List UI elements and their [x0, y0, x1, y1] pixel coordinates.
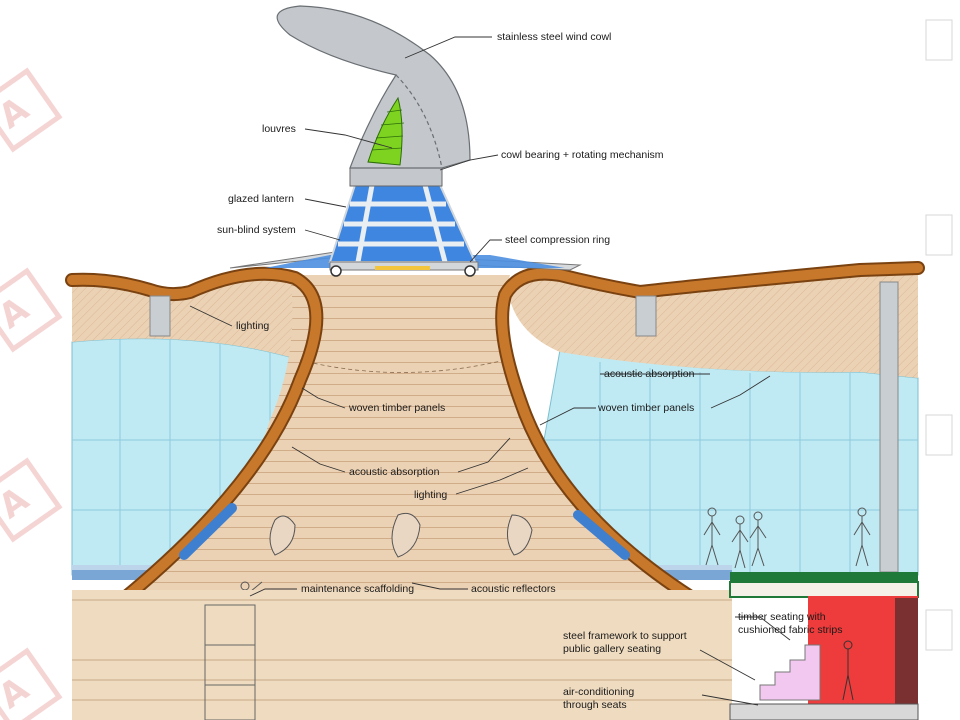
light-fitting-3 [507, 514, 533, 556]
watermark-right [925, 19, 953, 651]
label-timber-seating-2: cushioned fabric strips [738, 624, 842, 636]
label-cowl-bearing: cowl bearing + rotating mechanism [501, 149, 664, 161]
label-wind-cowl: stainless steel wind cowl [497, 31, 611, 43]
label-air-conditioning-1: air-conditioning [563, 686, 634, 698]
ground-floor [72, 590, 732, 720]
person-figure [731, 515, 749, 569]
label-sun-blind: sun-blind system [217, 224, 296, 236]
wind-cowl [276, 5, 471, 169]
person-figure [749, 511, 767, 567]
timber-frame [65, 261, 925, 619]
label-maintenance-scaffolding: maintenance scaffolding [301, 583, 414, 595]
lantern [229, 167, 582, 277]
roof-infill [72, 268, 918, 378]
person-figure [853, 507, 871, 567]
person-figure [842, 640, 854, 701]
watermark-left: A A A A [0, 67, 63, 720]
light-fitting-2 [391, 512, 421, 558]
label-acoustic-absorption-center: acoustic absorption [349, 466, 440, 478]
label-woven-timber-right: woven timber panels [597, 402, 694, 414]
label-timber-seating-1: timber seating with [738, 611, 826, 623]
labels: stainless steel wind cowl louvres cowl b… [217, 31, 842, 711]
central-funnel [105, 275, 700, 605]
svg-text:A: A [0, 289, 37, 337]
label-lighting-center: lighting [414, 489, 447, 501]
label-acoustic-absorption-right: acoustic absorption [604, 368, 695, 380]
label-air-conditioning-2: through seats [563, 699, 627, 711]
person-figure [703, 507, 721, 566]
svg-text:A: A [0, 89, 37, 137]
label-compression-ring: steel compression ring [505, 234, 610, 246]
label-steel-framework-2: public gallery seating [563, 643, 661, 655]
label-glazed-lantern: glazed lantern [228, 193, 294, 205]
light-fitting-1 [269, 515, 296, 556]
label-acoustic-reflectors: acoustic reflectors [471, 583, 556, 595]
label-woven-timber-left: woven timber panels [348, 402, 445, 414]
label-steel-framework-1: steel framework to support [563, 630, 687, 642]
leader-lines [189, 36, 791, 706]
label-louvres: louvres [262, 123, 296, 135]
svg-text:A: A [0, 479, 37, 527]
seating-block [729, 572, 919, 720]
svg-text:A: A [0, 669, 37, 717]
label-lighting-left: lighting [236, 320, 269, 332]
